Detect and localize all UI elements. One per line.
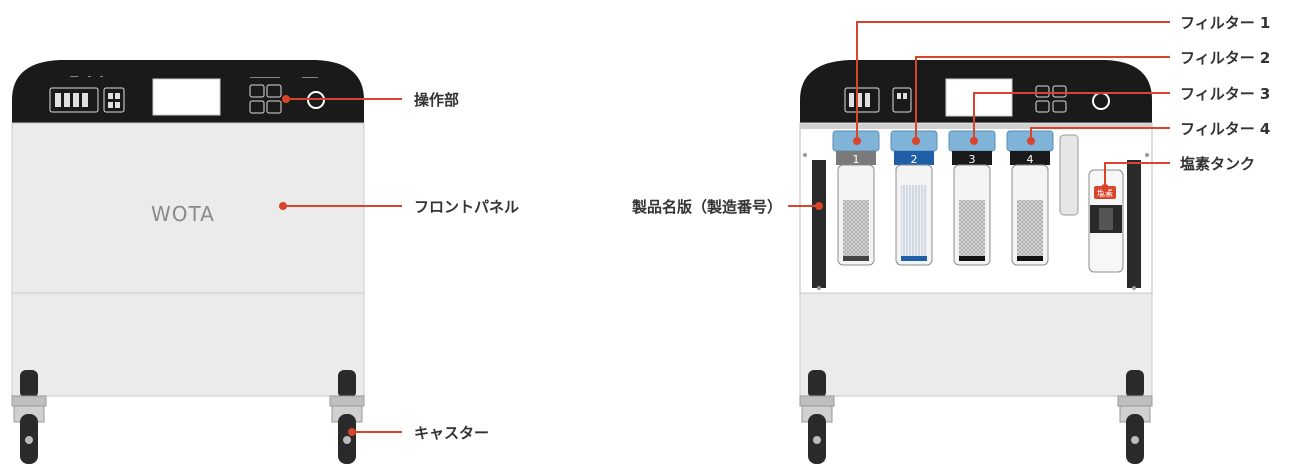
label-nameplate: 製品名版（製造番号） [631,198,782,216]
chlorine-tank: 塩素 [1088,169,1124,273]
display-screen-open [945,78,1013,117]
filter-number-2: 2 [911,153,918,166]
label-filter-1: フィルター 1 [1180,14,1270,32]
lower-body-open [799,292,1153,397]
filter-number-4: 4 [1027,153,1034,166]
label-filter-4: フィルター 4 [1180,120,1270,138]
display-screen [152,78,221,116]
tank-tag: 塩素 [1097,188,1113,198]
callouts-left [279,95,402,436]
brand-logo: WOTA [151,202,215,226]
filter-number-1: 1 [853,153,860,166]
keypad [249,84,282,114]
switch-block-open [844,87,912,113]
top-indicators [70,76,318,78]
label-front-panel: フロントパネル [414,198,519,216]
label-filter-2: フィルター 2 [1180,49,1270,67]
side-rail-left [812,160,826,288]
filter-number-3: 3 [969,153,976,166]
label-chlorine-tank: 塩素タンク [1180,155,1255,173]
pipe [1059,134,1079,216]
filter-2: 2 [890,130,938,266]
power-button-open [1092,92,1110,110]
filter-3: 3 [948,130,996,266]
caster-left [11,370,47,464]
switch-block [49,87,125,113]
open-view-unit: 1 2 3 4 [631,14,1270,464]
lower-body [11,292,365,397]
callouts-right [788,21,1170,207]
filter-4: 4 [1006,130,1054,266]
caster-left-open [799,370,835,464]
front-view-unit: WOTA 操作部 フロントパネル キャスター [11,60,519,464]
label-control-panel: 操作部 [414,91,459,109]
side-rail-right [1127,160,1141,288]
callout-dots-right [815,137,1109,210]
label-casters: キャスター [414,424,489,442]
front-panel [11,122,365,294]
caster-right-open [1117,370,1153,464]
filter-1: 1 [832,130,880,266]
label-filter-3: フィルター 3 [1180,85,1270,103]
keypad-open [1035,85,1067,113]
caster-right [329,370,365,464]
